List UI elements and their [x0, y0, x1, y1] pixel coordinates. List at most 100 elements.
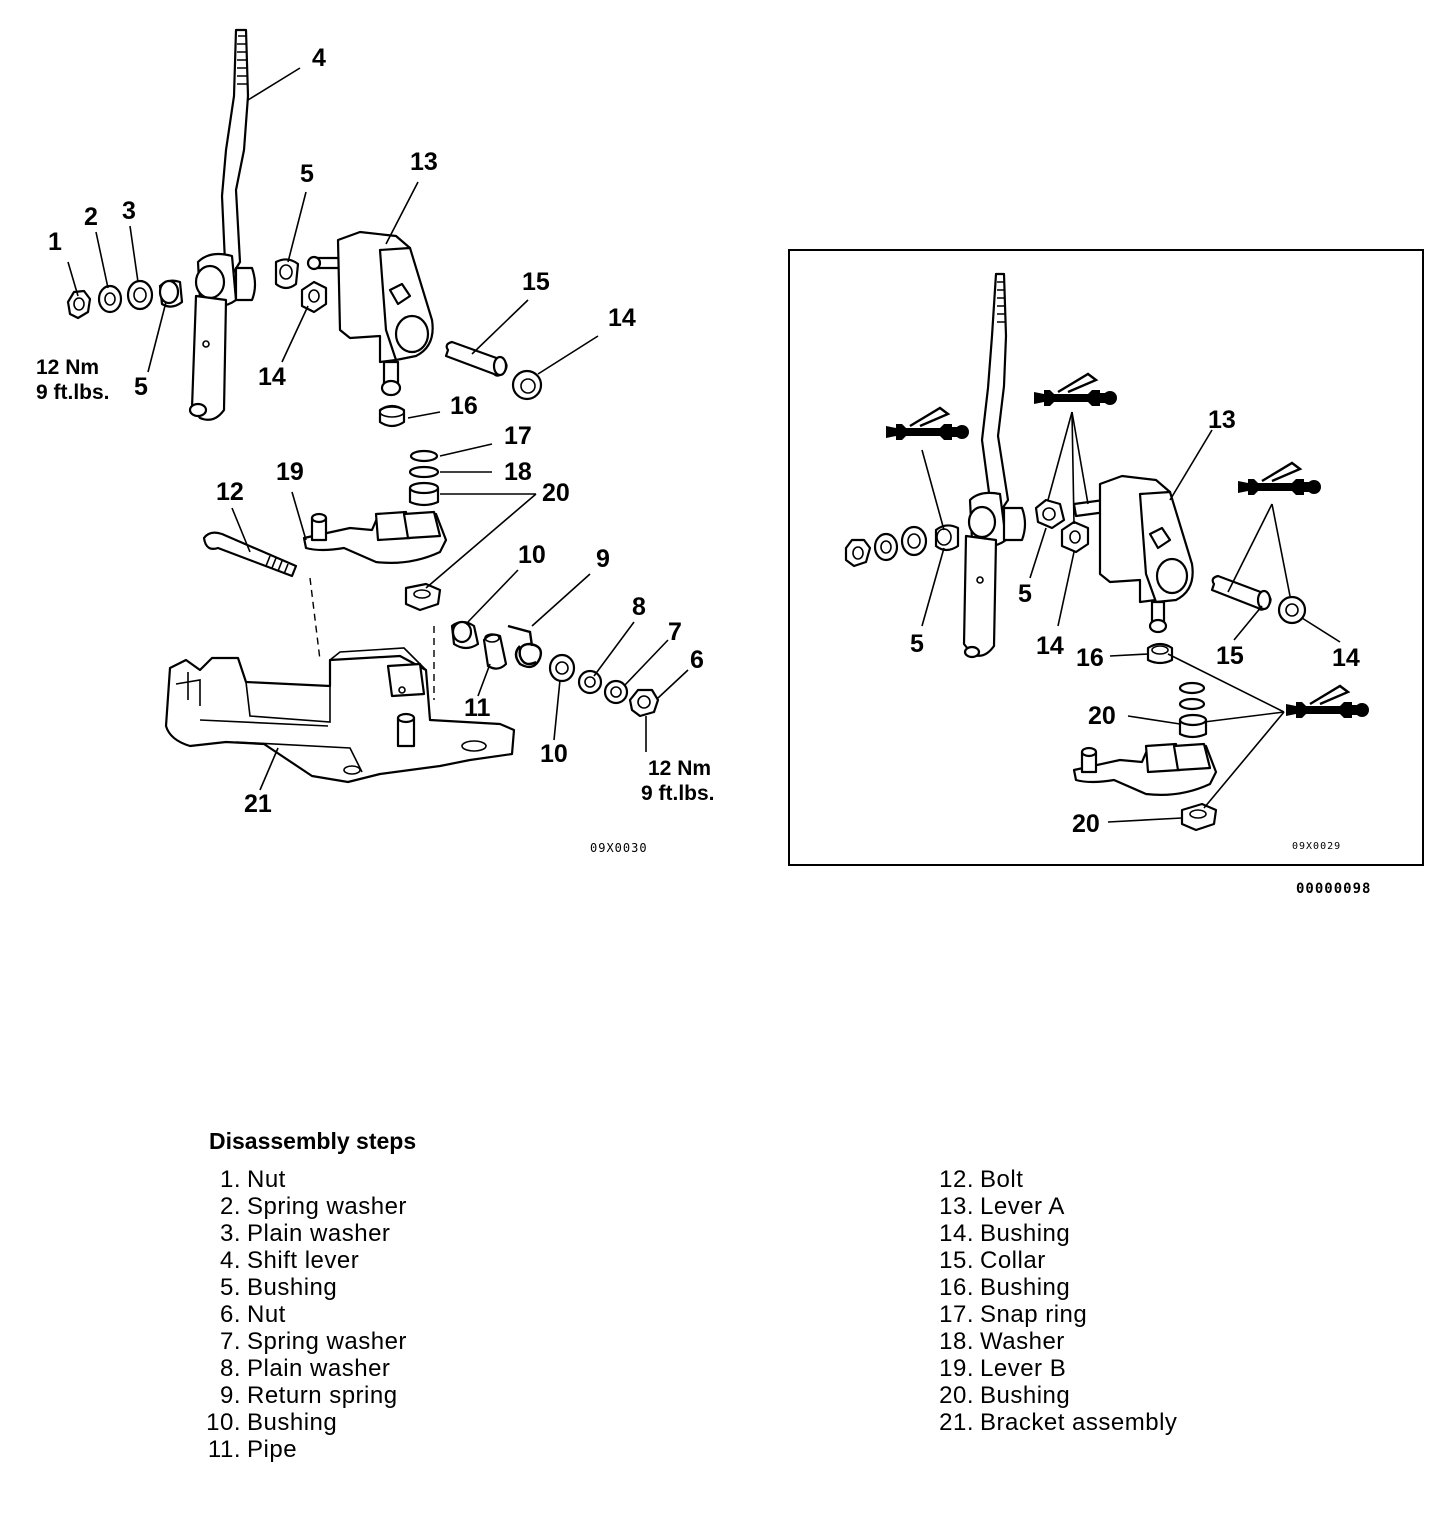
step-label: Bushing	[980, 1220, 1071, 1247]
callout-10-lower: 10	[540, 740, 568, 768]
step-label: Pipe	[247, 1436, 298, 1463]
step-number: 9.	[219, 1382, 241, 1409]
callout-21: 21	[244, 790, 272, 818]
step-label: Spring washer	[247, 1328, 407, 1355]
step-label: Bushing	[247, 1274, 338, 1301]
step-label: Bolt	[980, 1166, 1024, 1193]
bracket-assembly-21-part	[164, 647, 516, 784]
inset-lubrication-view: 5 5 13 14 14 15 16 20 20 09X0029	[788, 249, 1424, 866]
inset-callout-5-left: 5	[910, 630, 924, 658]
step-item: 8.Plain washer	[195, 1355, 407, 1382]
step-label: Nut	[247, 1166, 286, 1193]
inset-callout-5-right: 5	[1018, 580, 1032, 608]
callout-10-upper: 10	[518, 541, 546, 569]
pipe-11-part	[482, 633, 508, 670]
torque-lower-nm: 12 Nm	[648, 757, 711, 780]
step-number: 5.	[219, 1274, 241, 1301]
torque-upper-ftlbs: 9 ft.lbs.	[36, 381, 110, 404]
bushing-10b-part	[548, 653, 576, 683]
bushing-20-part	[408, 481, 440, 507]
step-number: 16.	[939, 1274, 974, 1301]
step-item: 10.Bushing	[195, 1409, 407, 1436]
callout-1: 1	[48, 228, 62, 256]
step-number: 15.	[939, 1247, 974, 1274]
inset-frame	[788, 249, 1424, 866]
step-label: Plain washer	[247, 1355, 391, 1382]
step-number: 2.	[219, 1193, 241, 1220]
inset-callout-16: 16	[1076, 644, 1104, 672]
inset-lever-a-part	[1072, 474, 1194, 634]
inset-callout-15: 15	[1216, 642, 1244, 670]
step-number: 14.	[939, 1220, 974, 1247]
step-number: 6.	[219, 1301, 241, 1328]
step-label: Plain washer	[247, 1220, 391, 1247]
shift-lever-part	[188, 28, 257, 421]
step-label: Collar	[980, 1247, 1046, 1274]
nut-1-part	[66, 289, 92, 320]
step-label: Bushing	[980, 1274, 1071, 1301]
bushing-20b-part	[404, 582, 442, 612]
torque-upper-nm: 12 Nm	[36, 356, 99, 379]
step-item: 17.Snap ring	[928, 1301, 1177, 1328]
step-item: 6.Nut	[195, 1301, 407, 1328]
step-number: 7.	[219, 1328, 241, 1355]
callout-4: 4	[312, 44, 326, 72]
callout-12: 12	[216, 478, 244, 506]
step-number: 8.	[219, 1355, 241, 1382]
step-label: Washer	[980, 1328, 1065, 1355]
step-label: Shift lever	[247, 1247, 360, 1274]
bushing-14-part	[300, 280, 328, 314]
bushing-14b-part	[511, 369, 543, 401]
callout-15: 15	[522, 268, 550, 296]
step-number: 20.	[939, 1382, 974, 1409]
step-item: 14.Bushing	[928, 1220, 1177, 1247]
step-label: Nut	[247, 1301, 286, 1328]
grease-gun-icon	[1236, 461, 1323, 497]
grease-gun-icon	[1284, 684, 1371, 720]
step-item: 4.Shift lever	[195, 1247, 407, 1274]
bushing-5-part	[158, 279, 184, 308]
inset-callout-14-right: 14	[1332, 644, 1360, 672]
callout-14-left: 14	[258, 363, 286, 391]
bushing-16-part	[378, 404, 406, 428]
step-number: 18.	[939, 1328, 974, 1355]
bolt-12-part	[202, 531, 298, 578]
step-item: 5.Bushing	[195, 1274, 407, 1301]
disassembly-steps-title: Disassembly steps	[209, 1128, 417, 1154]
callout-13: 13	[410, 148, 438, 176]
callout-18: 18	[504, 458, 532, 486]
step-number: 4.	[219, 1247, 241, 1274]
step-label: Bracket assembly	[980, 1409, 1178, 1436]
bushing-5b-part	[274, 258, 300, 290]
torque-lower-ftlbs: 9 ft.lbs.	[641, 782, 715, 805]
collar-15-part	[444, 340, 508, 377]
inset-callout-14-left: 14	[1036, 632, 1064, 660]
step-item: 1.Nut	[195, 1166, 407, 1193]
inset-callout-20-upper: 20	[1088, 702, 1116, 730]
callout-3: 3	[122, 197, 136, 225]
step-item: 2.Spring washer	[195, 1193, 407, 1220]
grease-gun-icon	[884, 406, 971, 442]
step-number: 12.	[939, 1166, 974, 1193]
step-item: 13.Lever A	[928, 1193, 1177, 1220]
step-item: 15.Collar	[928, 1247, 1177, 1274]
step-item: 7.Spring washer	[195, 1328, 407, 1355]
step-label: Lever A	[980, 1193, 1065, 1220]
bushing-10-part	[450, 620, 480, 650]
callout-5-lower: 5	[134, 373, 148, 401]
inset-callout-20-lower: 20	[1072, 810, 1100, 838]
left-figure-code: 09X0030	[590, 841, 648, 855]
snap-ring-17-part	[409, 449, 439, 463]
callout-17: 17	[504, 422, 532, 450]
step-item: 21.Bracket assembly	[928, 1409, 1177, 1436]
step-label: Snap ring	[980, 1301, 1088, 1328]
callout-14-right: 14	[608, 304, 636, 332]
callout-20: 20	[542, 479, 570, 507]
lever-b-part	[302, 510, 448, 564]
step-item: 16.Bushing	[928, 1274, 1177, 1301]
step-number: 21.	[939, 1409, 974, 1436]
step-label: Lever B	[980, 1355, 1067, 1382]
